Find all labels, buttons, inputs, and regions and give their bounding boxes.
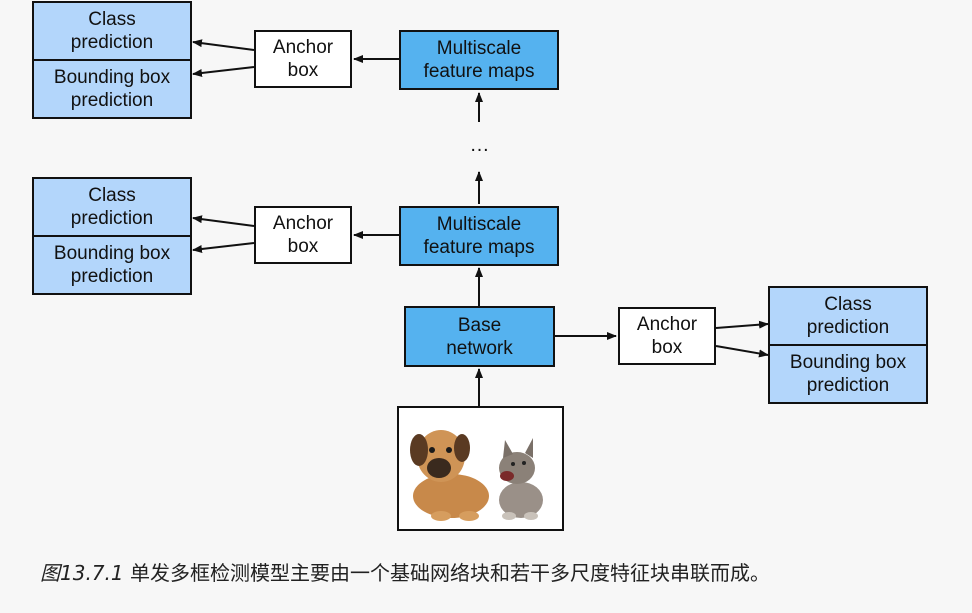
base-bbox-prediction-label: Bounding box prediction (789, 352, 907, 396)
base-class-prediction-box: Class prediction (768, 286, 928, 346)
arrow-top-anchor-to-class (192, 39, 255, 51)
base-anchor-box: Anchor box (618, 307, 716, 365)
arrow-middle-anchor-to-bbox (192, 242, 255, 253)
base-class-prediction-label: Class prediction (806, 294, 890, 338)
caption-text: 单发多框检测模型主要由一个基础网络块和若干多尺度特征块串联而成。 (129, 561, 770, 585)
top-anchor-box: Anchor box (254, 30, 352, 88)
middle-class-prediction-label: Class prediction (70, 185, 154, 229)
arrow-base-anchor-to-bbox (715, 345, 769, 358)
top-class-prediction-box: Class prediction (32, 1, 192, 61)
middle-bbox-prediction-box: Bounding box prediction (32, 235, 192, 295)
top-multiscale-feature-maps: Multiscale feature maps (399, 30, 559, 90)
top-class-prediction-label: Class prediction (70, 9, 154, 53)
input-image (397, 406, 564, 531)
middle-class-prediction-box: Class prediction (32, 177, 192, 237)
top-bbox-prediction-label: Bounding box prediction (53, 67, 171, 111)
middle-anchor-box-label: Anchor box (272, 213, 334, 257)
middle-bbox-prediction-label: Bounding box prediction (53, 243, 171, 287)
base-bbox-prediction-box: Bounding box prediction (768, 344, 928, 404)
middle-anchor-box: Anchor box (254, 206, 352, 264)
arrow-base-anchor-to-class (715, 320, 769, 329)
base-anchor-box-label: Anchor box (636, 314, 698, 358)
figure-caption: 图13.7.1 单发多框检测模型主要由一个基础网络块和若干多尺度特征块串联而成。 (40, 557, 770, 586)
middle-multiscale-feature-maps: Multiscale feature maps (399, 206, 559, 266)
arrow-top-anchor-to-bbox (192, 66, 255, 77)
top-bbox-prediction-box: Bounding box prediction (32, 59, 192, 119)
arrow-middle-anchor-to-class (192, 215, 255, 227)
top-anchor-box-label: Anchor box (272, 37, 334, 81)
base-network-box: Base network (404, 306, 555, 367)
middle-multiscale-label: Multiscale feature maps (423, 214, 535, 258)
top-multiscale-label: Multiscale feature maps (423, 38, 535, 82)
base-network-label: Base network (446, 314, 513, 359)
ellipsis: … (469, 134, 491, 156)
figure-number: 图13.7.1 (40, 561, 124, 585)
dog-and-cat-photo (410, 430, 543, 521)
